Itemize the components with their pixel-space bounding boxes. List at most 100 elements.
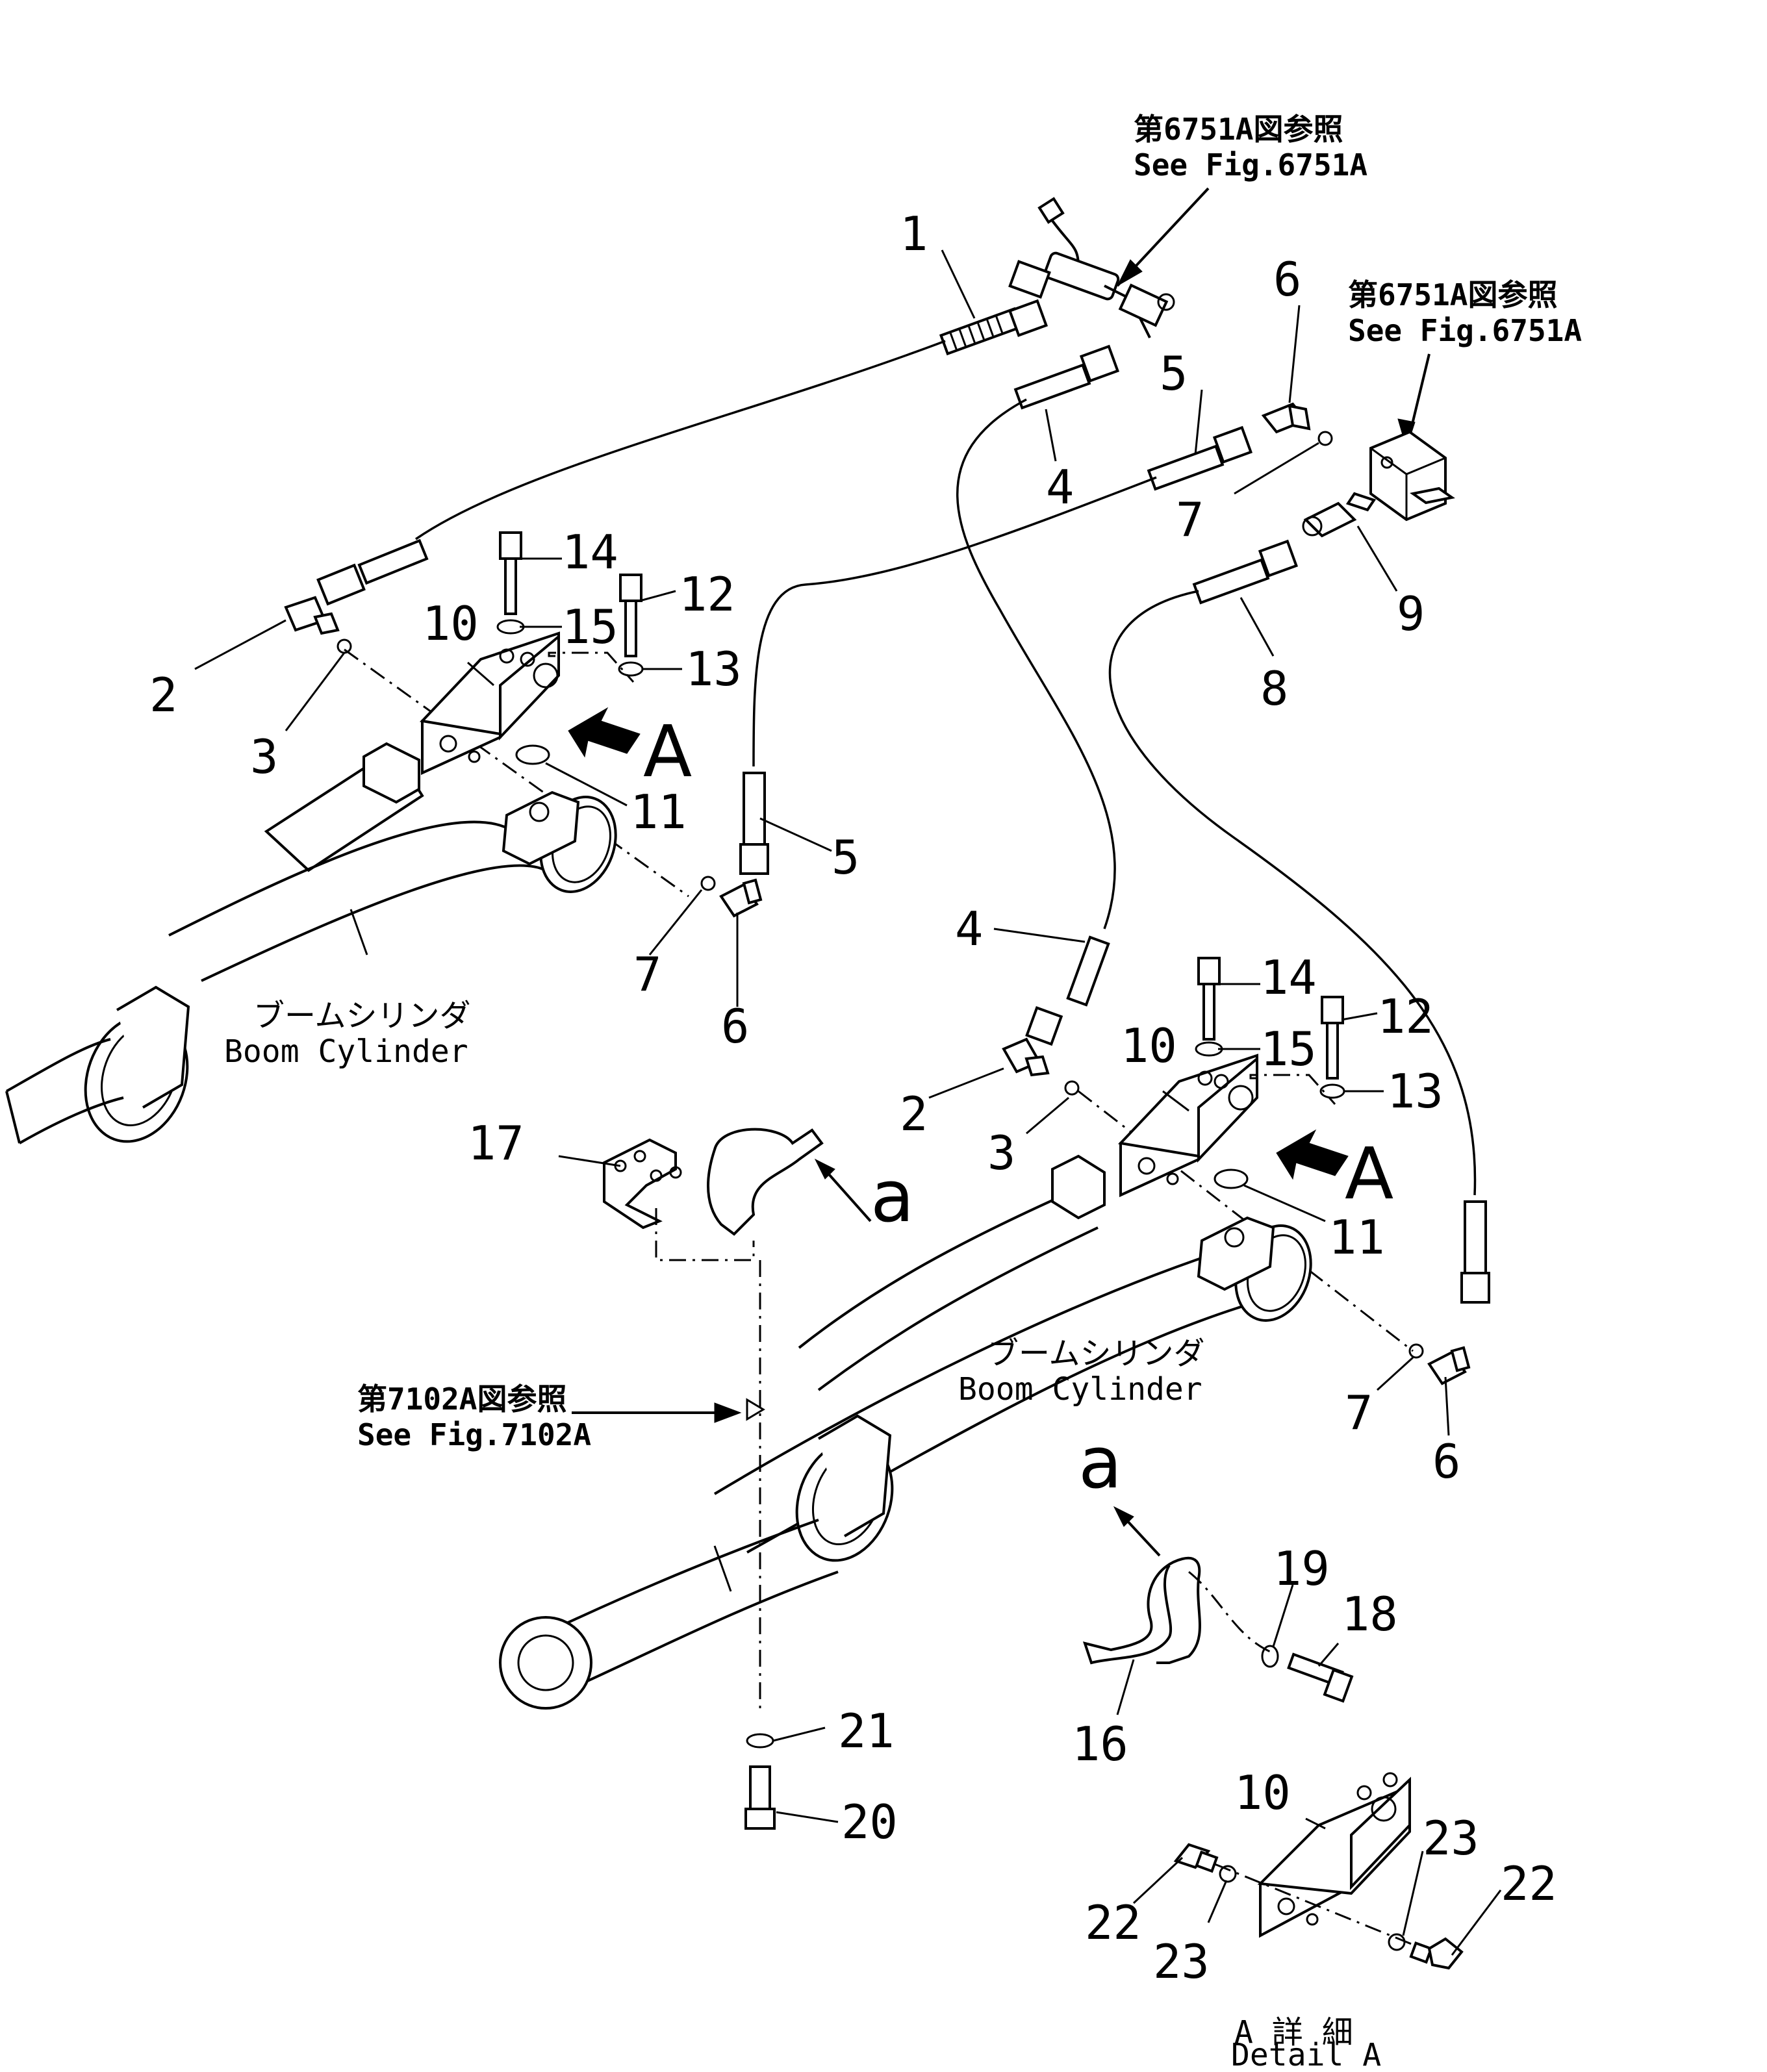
center-line <box>655 1208 755 1261</box>
callout-2-lower: 2 <box>900 1087 928 1141</box>
callout-7-lower: 7 <box>1345 1385 1373 1440</box>
caption-boom-upper-en: Boom Cylinder <box>224 1033 468 1070</box>
caption-detail-en: Detail A <box>1231 2037 1381 2072</box>
hose-8 <box>1108 539 1490 1304</box>
hose-4-upper <box>956 344 1120 1046</box>
elbow-fitting-6-top <box>1261 402 1311 434</box>
callout-4-upper: 4 <box>1046 460 1074 514</box>
callout-3-upper: 3 <box>250 729 278 784</box>
split-block-10-lower <box>1117 1054 1258 1198</box>
callout-6-mid: 6 <box>721 999 749 1054</box>
callout-12-lower: 12 <box>1377 989 1434 1044</box>
callout-11-upper: 11 <box>630 785 687 839</box>
view-arrow-A-upper <box>568 707 641 758</box>
callout-15-upper: 15 <box>562 600 618 654</box>
caption-boom-lower-jp: ブームシリンダ <box>987 1335 1205 1372</box>
o-ring-23-right <box>1388 1933 1406 1951</box>
callout-23-left: 23 <box>1153 1934 1210 1989</box>
callout-19: 19 <box>1273 1541 1330 1596</box>
elbow-fitting-6-lower <box>1427 1346 1471 1385</box>
washer-19 <box>1261 1645 1279 1668</box>
callout-17: 17 <box>468 1116 524 1170</box>
callout-10-upper: 10 <box>422 596 479 651</box>
callout-6-top: 6 <box>1273 252 1301 307</box>
bolt-14-lower <box>1197 957 1221 1041</box>
caption-detail-jp: A 詳 細 <box>1234 2014 1353 2051</box>
ref-7102a-jp: 第7102A図参照 <box>357 1382 566 1417</box>
detail-a-block-10 <box>1257 1772 1411 1938</box>
callout-2-upper: 2 <box>149 668 177 722</box>
callout-9: 9 <box>1397 587 1425 641</box>
ref-6751a-right-jp: 第6751A図参照 <box>1348 277 1557 312</box>
callout-20: 20 <box>841 1795 898 1849</box>
callout-23-right: 23 <box>1423 1811 1479 1865</box>
callout-5-upper: 5 <box>1160 346 1188 401</box>
callout-15-lower: 15 <box>1260 1022 1317 1076</box>
bolt-14-upper <box>499 531 522 615</box>
callout-14-lower: 14 <box>1260 950 1317 1005</box>
hose-5 <box>739 425 1253 875</box>
callout-6-lower: 6 <box>1432 1434 1460 1489</box>
callout-7-top: 7 <box>1176 492 1204 547</box>
view-marker-A-upper: A <box>643 710 692 793</box>
bolt-20 <box>744 1765 776 1830</box>
callout-18: 18 <box>1341 1587 1398 1641</box>
callout-22-left: 22 <box>1085 1895 1141 1950</box>
callout-14-upper: 14 <box>562 525 618 579</box>
arrow-head <box>1116 259 1143 287</box>
boom-cylinder-upper <box>5 742 617 1144</box>
center-line <box>344 648 689 898</box>
arrow-head <box>714 1402 742 1423</box>
callout-13-upper: 13 <box>685 642 742 696</box>
caption-boom-upper-jp: ブームシリンダ <box>253 998 471 1034</box>
junction-block-right <box>1345 430 1455 522</box>
bracket-17 <box>603 1138 682 1230</box>
leaders <box>194 249 1502 1956</box>
hose-clamp-upper <box>707 1128 824 1236</box>
o-ring-7-lower <box>1408 1343 1424 1359</box>
callout-4-lower: 4 <box>955 902 983 956</box>
callout-7-mid: 7 <box>633 947 661 1002</box>
callout-22-right: 22 <box>1501 1856 1557 1911</box>
center-line <box>1249 1074 1336 1105</box>
callout-8: 8 <box>1260 661 1288 716</box>
hose-1 <box>316 299 1049 606</box>
ref-7102a-en: See Fig.7102A <box>357 1417 591 1452</box>
view-arrow-A-lower <box>1276 1129 1349 1180</box>
caption-boom-lower-en: Boom Cylinder <box>958 1371 1202 1408</box>
callout-10-lower: 10 <box>1121 1018 1177 1073</box>
o-ring-11-lower <box>1214 1169 1249 1189</box>
center-line <box>548 651 635 683</box>
view-marker-a-lower: a <box>1078 1421 1122 1504</box>
callout-5-mid: 5 <box>832 830 859 885</box>
ref-6751a-top-jp: 第6751A図参照 <box>1134 112 1343 147</box>
plug-22-left <box>1173 1843 1219 1873</box>
hose-clamp-16 <box>1082 1556 1274 1665</box>
view-marker-a-upper: a <box>871 1155 914 1238</box>
center-line <box>1214 1863 1423 1950</box>
callout-12-upper: 12 <box>679 567 735 622</box>
o-ring-23-left <box>1219 1865 1237 1883</box>
o-ring-3-upper <box>337 638 352 654</box>
elbow-fitting-2-lower <box>1002 1037 1050 1077</box>
plug-22-right <box>1409 1937 1464 1970</box>
view-marker-A-lower: A <box>1345 1132 1393 1215</box>
o-ring-3-lower <box>1064 1080 1080 1096</box>
callout-1: 1 <box>900 207 928 261</box>
callout-13-lower: 13 <box>1387 1064 1443 1118</box>
callout-3-lower: 3 <box>987 1126 1015 1180</box>
arrow-head <box>814 1158 835 1180</box>
elbow-fitting-2-upper <box>284 596 340 635</box>
o-ring-7-top <box>1317 431 1333 446</box>
split-block-10-upper <box>419 631 560 776</box>
ref-6751a-top-en: See Fig.6751A <box>1134 147 1367 183</box>
callout-11-lower: 11 <box>1328 1210 1385 1265</box>
bolt-12-lower <box>1321 996 1344 1080</box>
bolt-12-upper <box>619 574 642 657</box>
o-ring-7-mid <box>700 876 716 891</box>
ref-6751a-right-en: See Fig.6751A <box>1348 313 1582 348</box>
washer-13-lower <box>1319 1083 1345 1099</box>
elbow-fitting-6-mid <box>719 878 763 918</box>
bolt-18 <box>1287 1652 1354 1703</box>
